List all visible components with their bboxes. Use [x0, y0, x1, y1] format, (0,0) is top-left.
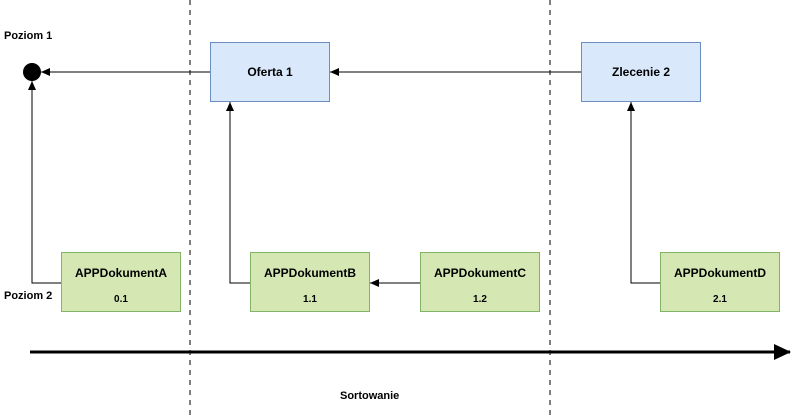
root-node-circle [23, 63, 41, 81]
document-number: 1.1 [303, 294, 317, 305]
node-oferta[interactable]: Oferta 1 [210, 42, 330, 102]
sorting-axis-label: Sortowanie [340, 390, 400, 402]
document-title: APPDokumentA [74, 266, 167, 280]
arrow-docB-to-oferta [226, 102, 250, 284]
arrow-docA-to-root [28, 81, 61, 284]
level-2-label: Poziom 2 [4, 290, 53, 302]
document-node-b[interactable]: APPDokumentB 1.1 [250, 252, 370, 312]
document-title: APPDokumentD [673, 266, 766, 280]
document-node-c[interactable]: APPDokumentC 1.2 [420, 252, 540, 312]
level-1-label: Poziom 1 [4, 30, 53, 42]
document-node-d[interactable]: APPDokumentD 2.1 [660, 252, 780, 312]
node-zlecenie[interactable]: Zlecenie 2 [581, 42, 701, 102]
document-node-a[interactable]: APPDokumentA 0.1 [61, 252, 181, 312]
document-title: APPDokumentB [263, 266, 356, 280]
arrow-docD-to-zlecenie [627, 102, 660, 284]
document-number: 2.1 [713, 294, 727, 305]
document-title: APPDokumentC [433, 266, 526, 280]
document-number: 1.2 [473, 294, 487, 305]
document-number: 0.1 [114, 294, 128, 305]
